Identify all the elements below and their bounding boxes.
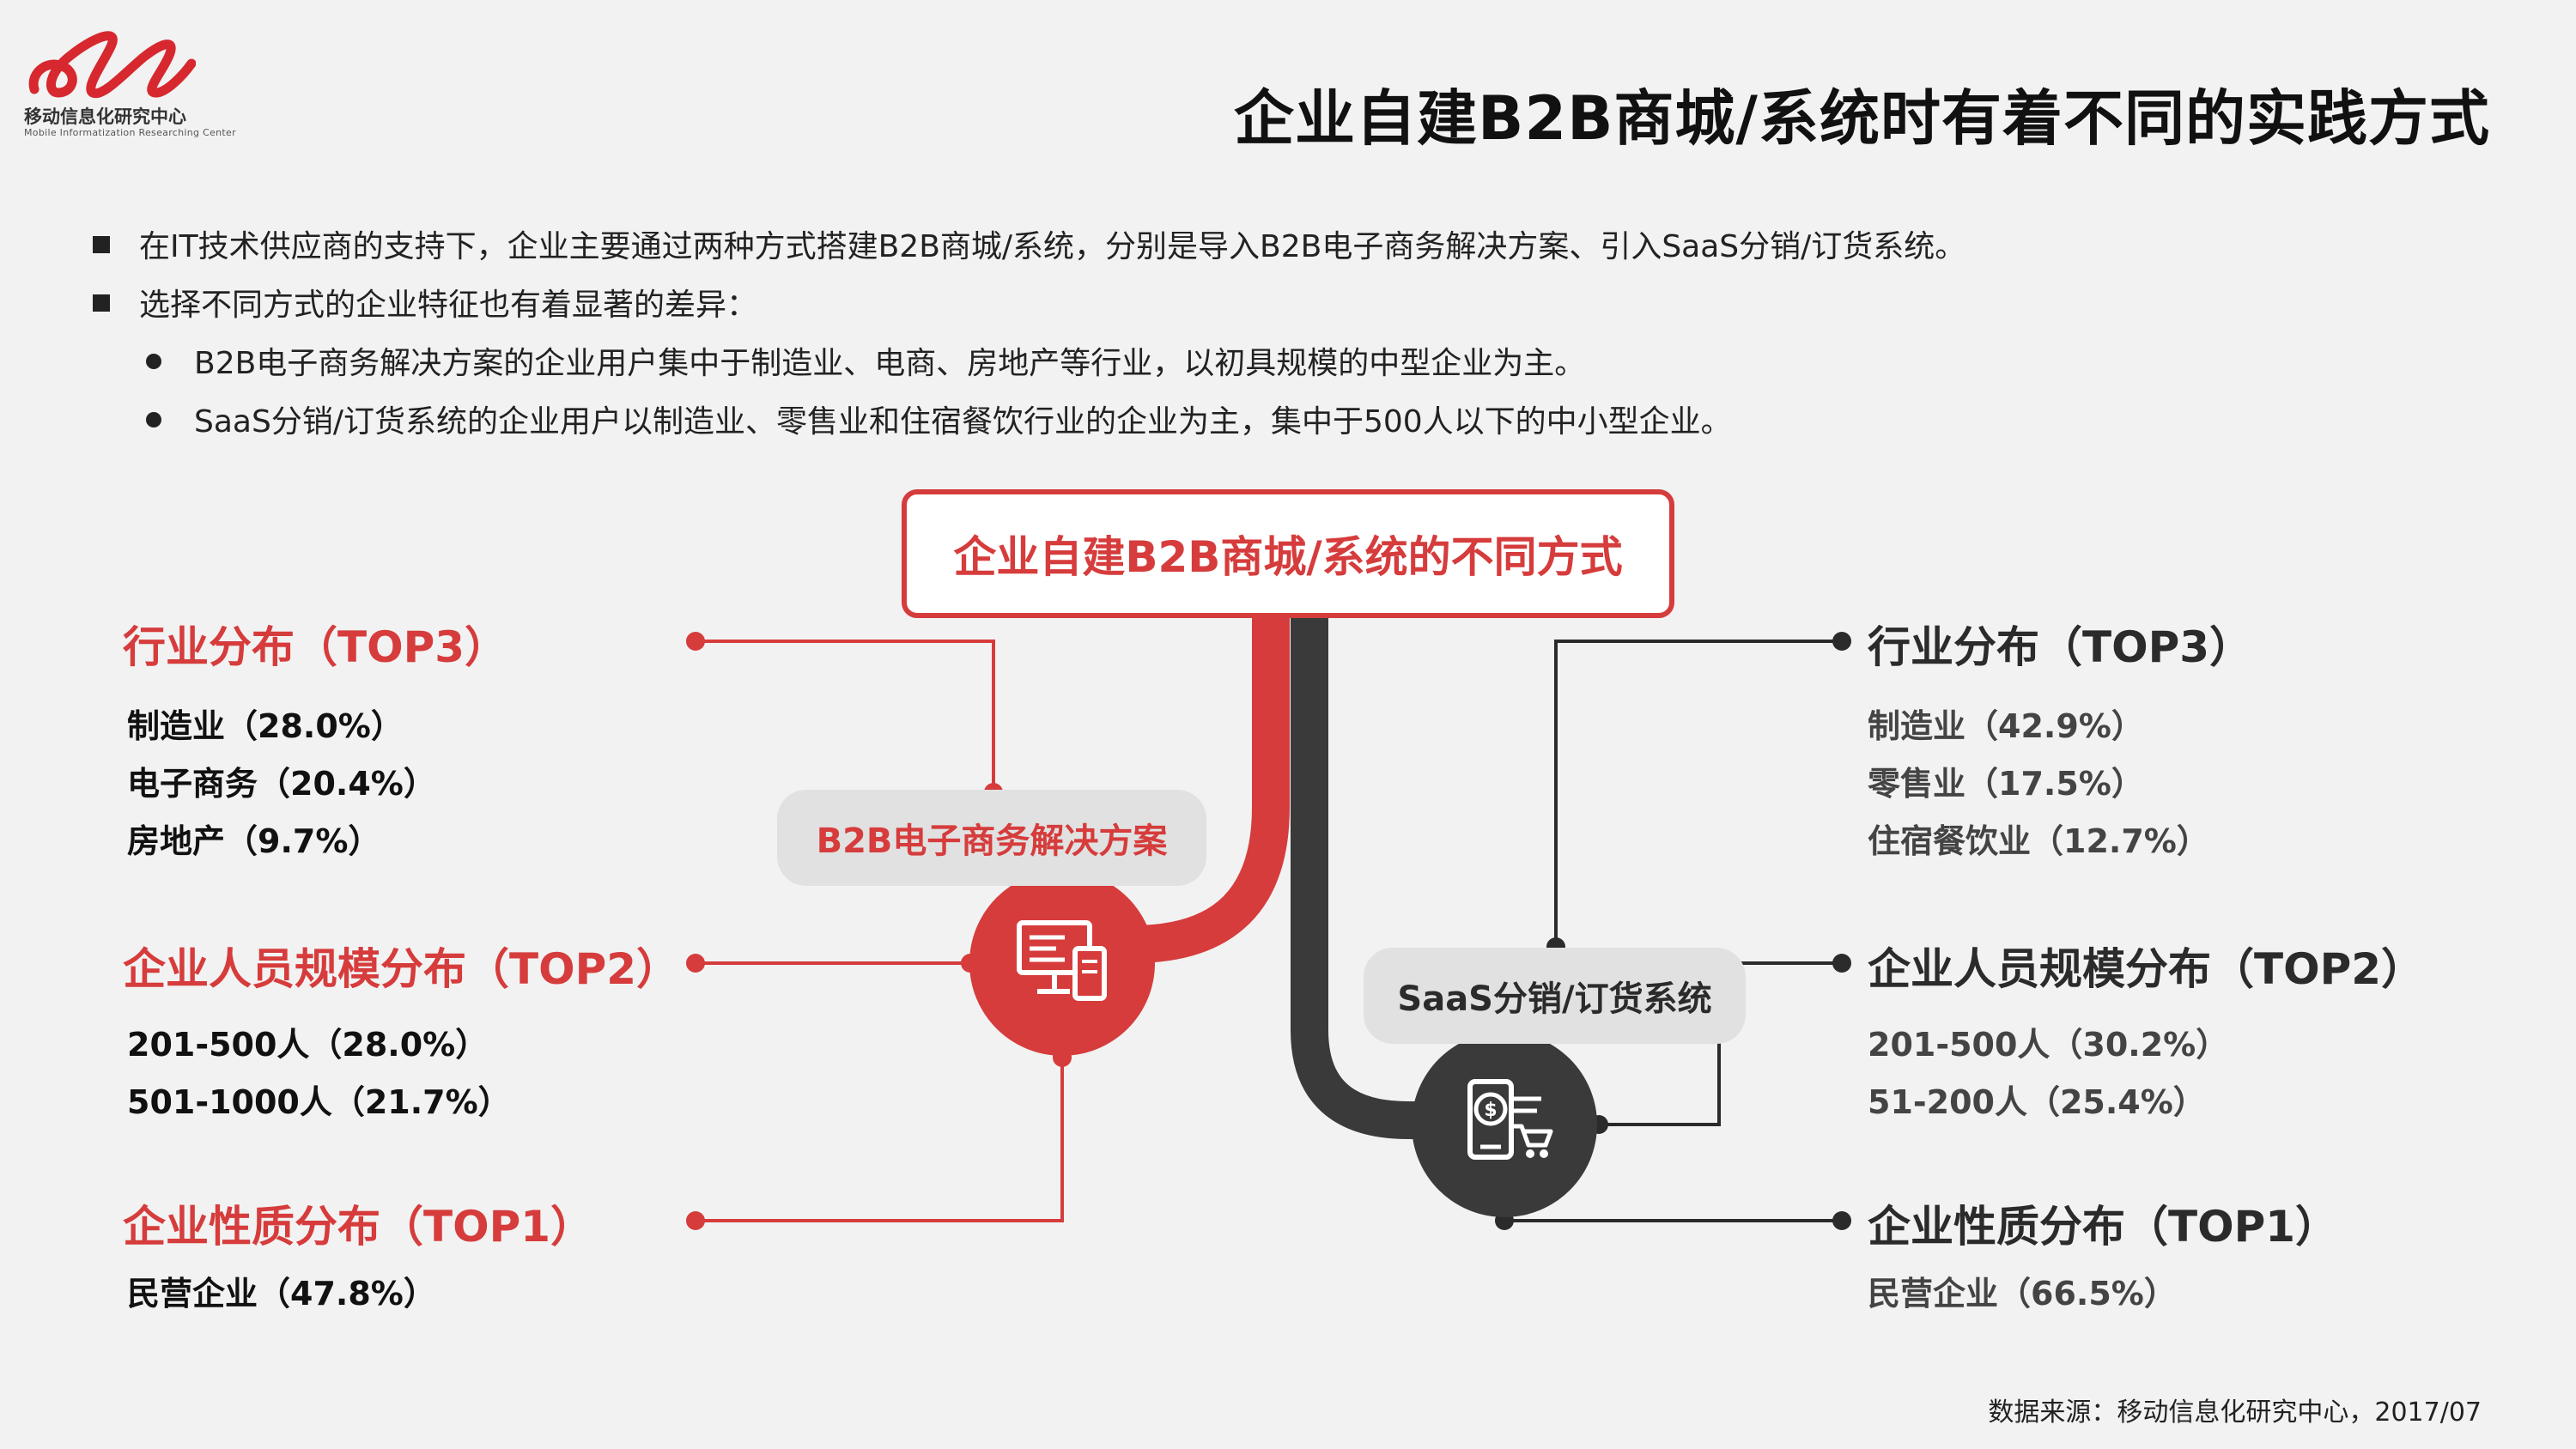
bullet-item: 在IT技术供应商的支持下，企业主要通过两种方式搭建B2B商城/系统，分别是导入B… <box>93 221 1965 266</box>
b2b-solution-label: B2B电子商务解决方案 <box>777 790 1206 886</box>
left-size-heading: 企业人员规模分布（TOP2） <box>123 944 680 994</box>
left-industry-heading: 行业分布（TOP3） <box>123 622 508 672</box>
data-source-note: 数据来源：移动信息化研究中心，2017/07 <box>1988 1397 2482 1428</box>
dark-stem <box>1291 618 1511 1139</box>
logo-name-cn: 移动信息化研究中心 <box>24 106 186 127</box>
left-size-item: 501-1000人（21.7%） <box>127 1083 511 1121</box>
bullet-item: 选择不同方式的企业特征也有着显著的差异： <box>93 280 757 324</box>
sub-bullet-item: B2B电子商务解决方案的企业用户集中于制造业、电商、房地产等行业，以初具规模的中… <box>146 338 1585 383</box>
right-size-heading: 企业人员规模分布（TOP2） <box>1868 944 2425 994</box>
red-stem <box>1065 618 1290 963</box>
center-title-box: 企业自建B2B商城/系统的不同方式 <box>902 489 1674 618</box>
right-size-item: 201-500人（30.2%） <box>1868 1026 2229 1064</box>
right-connector-industry <box>1554 640 1842 947</box>
right-industry-item: 零售业（17.5%） <box>1868 765 2144 803</box>
bullet-text: 在IT技术供应商的支持下，企业主要通过两种方式搭建B2B商城/系统，分别是导入B… <box>139 229 1966 264</box>
square-bullet-icon <box>93 294 110 312</box>
right-nature-item: 民营企业（66.5%） <box>1868 1275 2177 1313</box>
right-nature-heading: 企业性质分布（TOP1） <box>1868 1202 2339 1252</box>
logo: 移动信息化研究中心 Mobile Informatization Researc… <box>24 19 236 139</box>
mobile-payment-cart-icon: $ <box>1412 1032 1597 1217</box>
dot-bullet-icon <box>146 412 161 427</box>
right-industry-item: 住宿餐饮业（12.7%） <box>1868 822 2209 860</box>
right-industry-item: 制造业（42.9%） <box>1868 707 2144 745</box>
left-industry-item: 房地产（9.7%） <box>127 822 381 860</box>
left-connector-nature <box>696 1058 1064 1222</box>
sub-bullet-text: SaaS分销/订货系统的企业用户以制造业、零售业和住宿餐饮行业的企业为主，集中于… <box>194 404 1732 440</box>
left-industry-item: 电子商务（20.4%） <box>127 765 436 803</box>
right-connector-size <box>1599 961 1842 1126</box>
dot-bullet-icon <box>146 354 161 369</box>
square-bullet-icon <box>93 236 110 253</box>
left-connector-industry <box>696 640 995 792</box>
left-nature-item: 民营企业（47.8%） <box>127 1275 436 1313</box>
sub-bullet-item: SaaS分销/订货系统的企业用户以制造业、零售业和住宿餐饮行业的企业为主，集中于… <box>146 397 1732 441</box>
sub-bullet-text: B2B电子商务解决方案的企业用户集中于制造业、电商、房地产等行业，以初具规模的中… <box>194 346 1586 381</box>
logo-name-en: Mobile Informatization Researching Cente… <box>24 127 236 138</box>
svg-text:$: $ <box>1484 1100 1497 1121</box>
left-industry-item: 制造业（28.0%） <box>127 707 404 745</box>
right-size-item: 51-200人（25.4%） <box>1868 1083 2206 1121</box>
right-industry-heading: 行业分布（TOP3） <box>1868 622 2253 672</box>
saas-system-label: SaaS分销/订货系统 <box>1364 948 1746 1044</box>
left-size-item: 201-500人（28.0%） <box>127 1026 489 1064</box>
left-nature-heading: 企业性质分布（TOP1） <box>123 1202 594 1252</box>
monitor-tablet-icon <box>969 870 1155 1056</box>
logo-mark-icon <box>28 31 197 99</box>
bullet-text: 选择不同方式的企业特征也有着显著的差异： <box>139 288 758 323</box>
page-title: 企业自建B2B商城/系统时有着不同的实践方式 <box>1234 83 2490 154</box>
